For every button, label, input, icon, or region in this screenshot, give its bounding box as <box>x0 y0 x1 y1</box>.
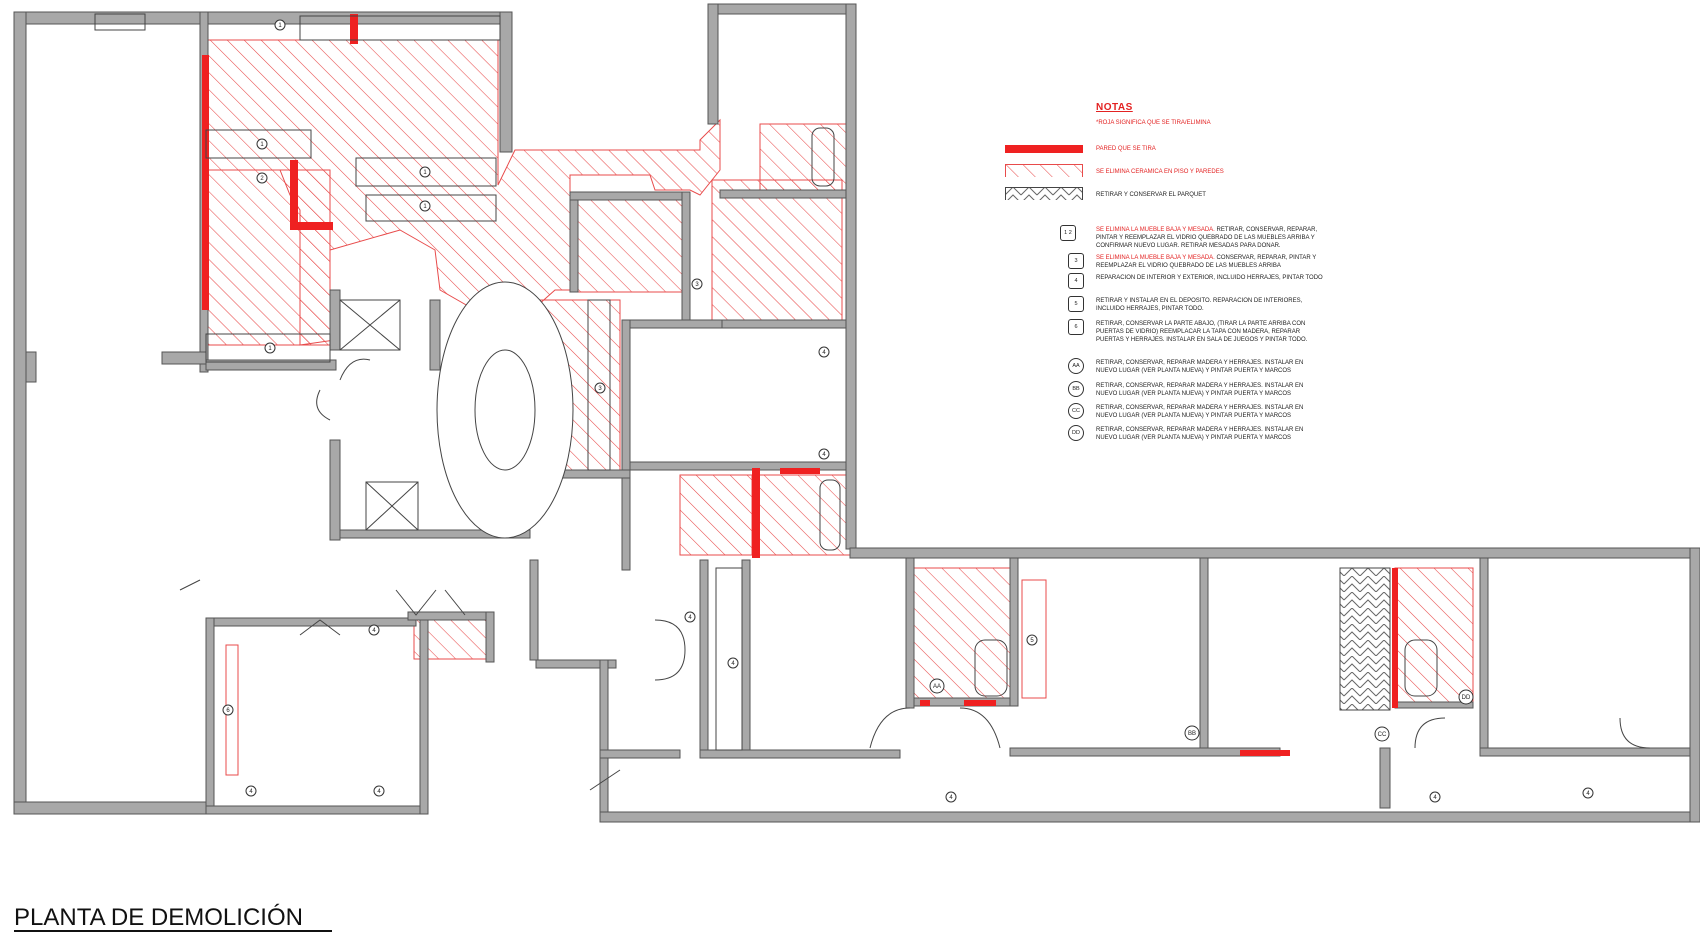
note-symbol-circle-icon: AA <box>1068 358 1084 374</box>
tag-4-g-label: 4 <box>377 789 381 795</box>
hatch-zone-bath-aa <box>913 567 1013 707</box>
tag-4-h: 4 <box>945 791 957 803</box>
tag-cc-label: CC <box>1378 732 1387 738</box>
tag-1-mid-low-label: 1 <box>423 204 427 210</box>
legend-item-label: SE ELIMINA CERAMICA EN PISO Y PAREDES <box>1096 169 1224 175</box>
hatch-zone-bath-dd <box>1394 567 1474 707</box>
tag-4-a-label: 4 <box>822 350 826 356</box>
note-text: RETIRAR, CONSERVAR, REPARAR MADERA Y HER… <box>1096 360 1304 374</box>
legend-item-label: RETIRAR Y CONSERVAR EL PARQUET <box>1096 192 1206 198</box>
tag-bb: BB <box>1184 725 1200 741</box>
page-title: PLANTA DE DEMOLICIÓN <box>14 904 303 931</box>
legend-subheading: *ROJA SIGNIFICA QUE SE TIRA/ELIMINA <box>1096 120 1211 126</box>
note-symbol-circle-icon: CC <box>1068 403 1084 419</box>
note-text: REPARACION DE INTERIOR Y EXTERIOR, INCLU… <box>1096 275 1323 281</box>
tag-1-mid-low: 1 <box>419 200 431 212</box>
walls-to-demolish <box>202 14 1398 756</box>
legend-heading: NOTAS <box>1096 102 1133 113</box>
tag-4-g: 4 <box>373 785 385 797</box>
red-hatch-swatch-icon <box>1005 164 1083 177</box>
note-text: RETIRAR, CONSERVAR LA PARTE ABAJO, (TIRA… <box>1096 321 1308 343</box>
note-symbol-hex-icon: 1 2 <box>1060 225 1076 241</box>
tag-5: 5 <box>1026 634 1038 646</box>
tag-5-label: 5 <box>1030 638 1034 644</box>
fixtures <box>94 13 1438 776</box>
solid-red-swatch-icon <box>1005 145 1083 153</box>
tag-1-mid: 1 <box>419 166 431 178</box>
tag-4-a: 4 <box>818 346 830 358</box>
note-symbol-hex-icon: 3 <box>1068 253 1084 269</box>
ceramic-removal-zones <box>205 39 1474 711</box>
title-underline <box>14 930 332 932</box>
tag-4-b-label: 4 <box>822 452 826 458</box>
tag-dd: DD <box>1458 689 1474 705</box>
note-text: SE ELIMINA LA MUEBLE BAJA Y MESADA. RETI… <box>1096 227 1318 249</box>
legend-item-label: PARED QUE SE TIRA <box>1096 146 1156 152</box>
tag-1-bottom-label: 1 <box>268 346 272 352</box>
tag-4-e-label: 4 <box>372 628 376 634</box>
tag-1-bottom: 1 <box>264 342 276 354</box>
note-symbol-hex-icon: 5 <box>1068 296 1084 312</box>
tag-aa-label: AA <box>933 684 941 690</box>
tag-cc: CC <box>1374 726 1390 742</box>
parquet-zone <box>1339 567 1391 711</box>
note-text: RETIRAR Y INSTALAR EN EL DEPOSITO. REPAR… <box>1096 298 1303 312</box>
tag-1-left-label: 1 <box>260 142 264 148</box>
doors <box>179 358 1651 791</box>
tag-1-upper-label: 1 <box>278 23 282 29</box>
grey-herringbone-swatch-icon <box>1005 187 1083 200</box>
tag-4-i: 4 <box>1429 791 1441 803</box>
hatch-zone-mid-bath-a <box>679 474 753 556</box>
tag-aa: AA <box>929 678 945 694</box>
tag-1-mid-label: 1 <box>423 170 427 176</box>
hatch-zone-upper-bath <box>759 123 847 195</box>
tag-bb-label: BB <box>1188 731 1196 737</box>
tag-4-d: 4 <box>727 657 739 669</box>
walls <box>13 3 1700 823</box>
tag-4-i-label: 4 <box>1433 795 1437 801</box>
note-text: RETIRAR, CONSERVAR, REPARAR MADERA Y HER… <box>1096 405 1304 419</box>
note-symbol-circle-icon: BB <box>1068 381 1084 397</box>
tag-4-f: 4 <box>245 785 257 797</box>
hatch-zone-mid-bath-b <box>751 474 851 556</box>
tag-4-c-label: 4 <box>688 615 692 621</box>
tag-4-j: 4 <box>1582 787 1594 799</box>
tag-3-corridor-label: 3 <box>598 386 602 392</box>
tag-4-j-label: 4 <box>1586 791 1590 797</box>
tag-3-pantry: 3 <box>691 278 703 290</box>
tag-3-corridor: 3 <box>594 382 606 394</box>
tag-4-b: 4 <box>818 448 830 460</box>
hatch-zone-right-room <box>711 179 843 321</box>
hatch-zone-pantry <box>569 191 683 293</box>
note-text: SE ELIMINA LA MUEBLE BAJA Y MESADA. CONS… <box>1096 255 1317 269</box>
tag-dd-label: DD <box>1462 695 1471 701</box>
tag-4-e: 4 <box>368 624 380 636</box>
tag-3-pantry-label: 3 <box>695 282 699 288</box>
tag-6: 6 <box>222 704 234 716</box>
tag-4-h-label: 4 <box>949 795 953 801</box>
tag-4-d-label: 4 <box>731 661 735 667</box>
tag-4-c: 4 <box>684 611 696 623</box>
tag-4-f-label: 4 <box>249 789 253 795</box>
tag-2-left: 2 <box>256 172 268 184</box>
note-symbol-hex-icon: 4 <box>1068 273 1084 289</box>
plan-tags: 1 1 2 1 1 1 3 3 <box>222 19 1594 803</box>
tag-1-upper: 1 <box>274 19 286 31</box>
tag-2-left-label: 2 <box>260 176 264 182</box>
tag-6-label: 6 <box>226 708 230 714</box>
note-text: RETIRAR, CONSERVAR, REPARAR MADERA Y HER… <box>1096 427 1304 441</box>
note-text: RETIRAR, CONSERVAR, REPARAR MADERA Y HER… <box>1096 383 1304 397</box>
note-symbol-circle-icon: DD <box>1068 425 1084 441</box>
tag-1-left: 1 <box>256 138 268 150</box>
hatch-zone-left-low <box>205 169 331 346</box>
note-symbol-hex-icon: 6 <box>1068 319 1084 335</box>
